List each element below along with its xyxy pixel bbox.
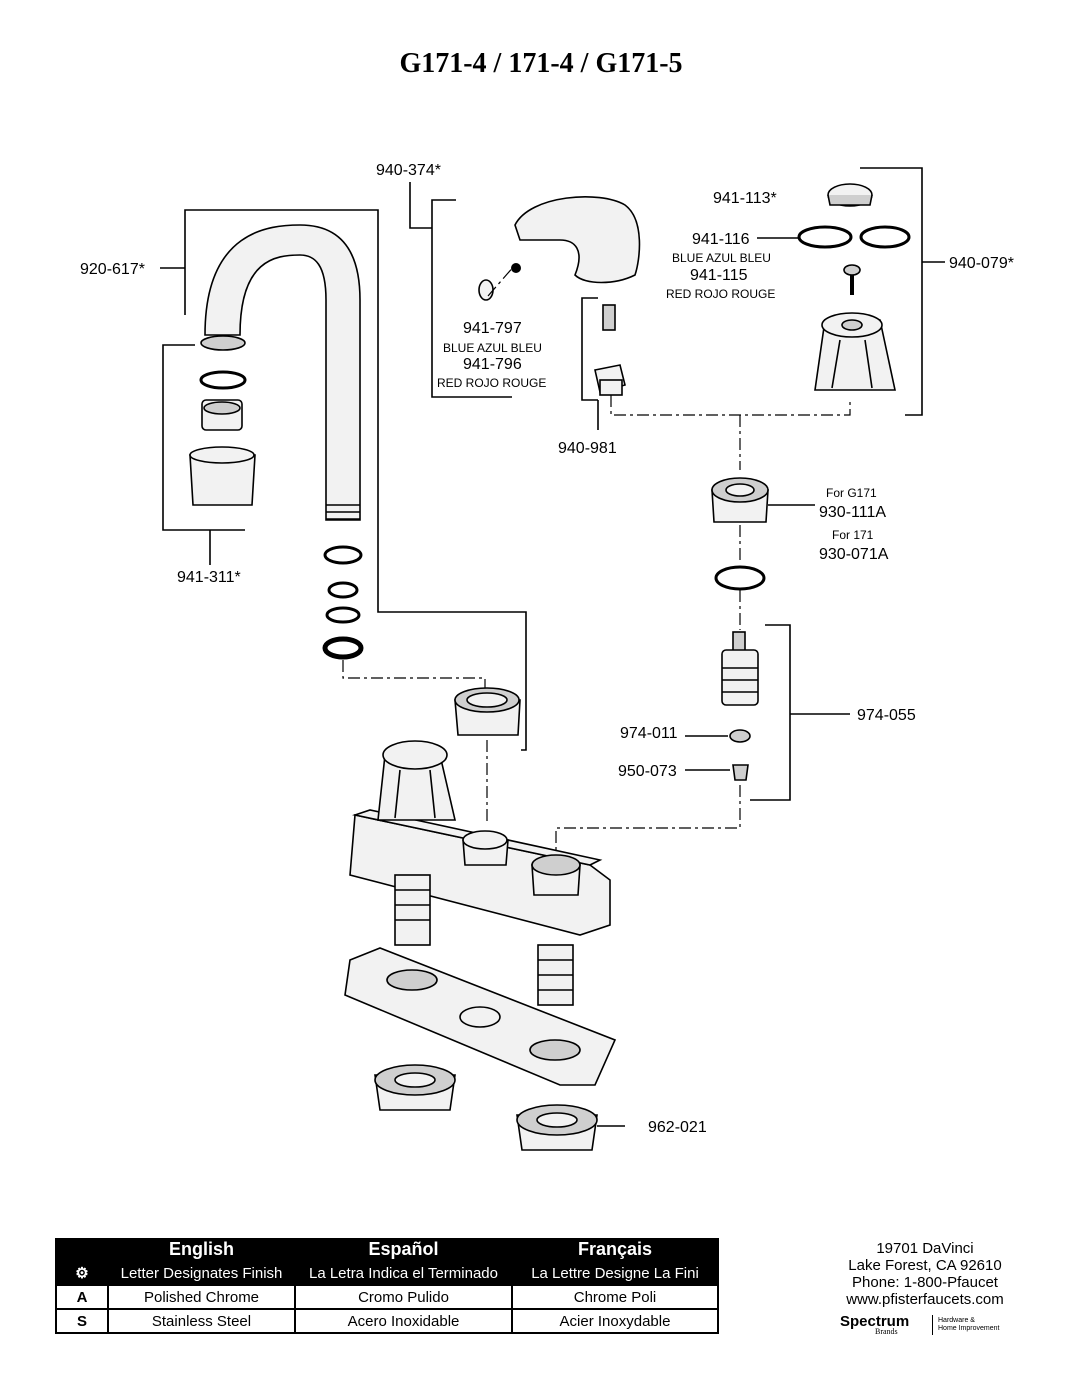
header-english: English: [107, 1238, 296, 1261]
header-espanol: Español: [294, 1238, 513, 1261]
finish-table: English Español Français ⚙ Letter Design…: [55, 1238, 719, 1334]
label-cap: 941-113*: [713, 190, 777, 207]
header-francais: Français: [511, 1238, 719, 1261]
header-blank: [55, 1238, 109, 1261]
address-city: Lake Forest, CA 92610: [848, 1257, 1002, 1274]
label-button-blue-text: BLUE AZUL BLEU: [443, 341, 542, 355]
finish-francais: Acier Inoxydable: [511, 1308, 719, 1334]
spout-o-rings: [322, 545, 364, 660]
bonnet-drawing: [711, 477, 769, 523]
label-ring-blue-code: 941-116: [692, 231, 750, 248]
finish-table-subheader: ⚙ Letter Designates Finish La Letra Indi…: [55, 1260, 719, 1286]
finish-francais: Chrome Poli: [511, 1284, 719, 1310]
brand-tag-line1: Hardware &: [938, 1317, 975, 1324]
brand-divider: [932, 1315, 933, 1335]
address-web[interactable]: www.pfisterfaucets.com: [846, 1291, 1004, 1308]
finish-english: Stainless Steel: [107, 1308, 296, 1334]
label-adapter: 940-981: [558, 440, 617, 457]
label-seat: 974-011: [620, 725, 678, 742]
cartridge-drawing: [721, 631, 759, 781]
brand-sub: Brands: [875, 1327, 898, 1336]
aerator-parts: [189, 370, 256, 506]
address-phone: Phone: 1-800-Pfaucet: [852, 1274, 998, 1291]
subheader-francais: La Lettre Designe La Fini: [511, 1260, 719, 1286]
table-row: S Stainless Steel Acero Inoxidable Acier…: [55, 1308, 719, 1334]
label-ring-red-text: RED ROJO ROUGE: [666, 287, 775, 301]
label-button-blue-code: 941-797: [463, 320, 522, 337]
finish-espanol: Acero Inoxidable: [294, 1308, 513, 1334]
label-bonnet-g171-note: For G171: [826, 486, 877, 500]
spout-nut: [454, 687, 521, 736]
subheader-english: Letter Designates Finish: [107, 1260, 296, 1286]
spout-drawing: [200, 224, 361, 521]
label-button-red-text: RED ROJO ROUGE: [437, 376, 546, 390]
label-bonnet-171-note: For 171: [832, 528, 874, 542]
label-bonnet-171-code: 930-071A: [819, 546, 889, 563]
finish-table-header: English Español Français: [55, 1238, 719, 1261]
adapter-drawing: [594, 304, 626, 396]
label-ring-blue-text: BLUE AZUL BLEU: [672, 251, 771, 265]
label-ring-red-code: 941-115: [690, 267, 748, 284]
label-spout: 920-617*: [80, 261, 145, 278]
label-locknut: 962-021: [648, 1119, 707, 1136]
finish-english: Polished Chrome: [107, 1284, 296, 1310]
lever-handle-drawing: [478, 196, 641, 301]
company-address: 19701 DaVinci Lake Forest, CA 92610 Phon…: [830, 1240, 1020, 1308]
finish-code: S: [55, 1308, 109, 1334]
brand-tag-line2: Home Improvement: [938, 1325, 1000, 1332]
brand-tagline: Hardware & Home Improvement: [938, 1317, 999, 1333]
label-lever-handle: 940-374*: [376, 162, 441, 179]
label-knob-handle: 940-079*: [949, 255, 1014, 272]
table-row: A Polished Chrome Cromo Pulido Chrome Po…: [55, 1284, 719, 1310]
brand-logo: Spectrum Brands Hardware & Home Improvem…: [840, 1313, 1020, 1337]
label-spring: 950-073: [618, 763, 677, 780]
page-title: G171-4 / 171-4 / G171-5: [399, 48, 683, 79]
gear-icon: ⚙: [55, 1260, 109, 1286]
subheader-espanol: La Letra Indica el Terminado: [294, 1260, 513, 1286]
label-button-red-code: 941-796: [463, 356, 522, 373]
label-aerator-kit: 941-311*: [177, 569, 241, 586]
label-cartridge: 974-055: [857, 707, 916, 724]
finish-espanol: Cromo Pulido: [294, 1284, 513, 1310]
brand-name: Spectrum: [840, 1313, 910, 1330]
faucet-body-drawing: [344, 740, 617, 1151]
finish-code: A: [55, 1284, 109, 1310]
exploded-parts-diagram: 920-617* 941-311* 940-374* 941-797 BLUE …: [80, 162, 1014, 1151]
address-street: 19701 DaVinci: [876, 1240, 974, 1257]
knob-handle-drawing: [797, 183, 911, 391]
label-bonnet-g171-code: 930-111A: [819, 504, 886, 521]
